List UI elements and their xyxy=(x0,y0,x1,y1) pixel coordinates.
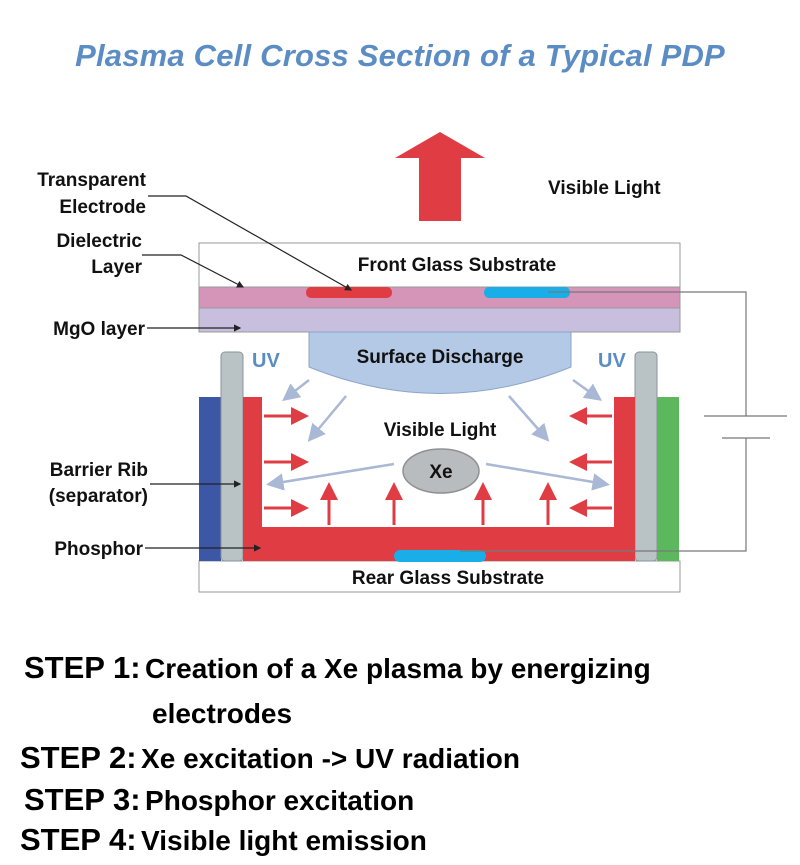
step-2-arrow: -> xyxy=(321,743,348,774)
label-barrier-rib-2: (separator) xyxy=(49,486,148,507)
label-front-glass: Front Glass Substrate xyxy=(358,255,557,276)
label-phosphor: Phosphor xyxy=(54,539,143,560)
uv-arrows xyxy=(266,378,610,491)
label-barrier-rib-1: Barrier Rib xyxy=(50,460,148,481)
label-visible-light-top: Visible Light xyxy=(548,178,661,199)
dielectric-layer xyxy=(198,286,681,309)
phosphor-layer xyxy=(243,397,635,561)
label-xe: Xe xyxy=(429,462,452,483)
label-uv-right: UV xyxy=(598,350,626,372)
step-4: STEP 4: Visible light emission xyxy=(20,822,427,858)
transparent-electrode-right xyxy=(484,287,570,298)
step-2: STEP 2: Xe excitation -> UV radiation xyxy=(20,740,520,776)
surface-discharge xyxy=(308,331,572,394)
voltage-source-circuit xyxy=(460,291,787,552)
front-glass-substrate xyxy=(198,242,681,288)
label-surface-discharge: Surface Discharge xyxy=(357,347,524,368)
visible-light-arrow xyxy=(395,132,485,221)
label-transparent-electrode-1: Transparent xyxy=(37,170,146,191)
label-leader-lines xyxy=(142,195,353,552)
label-transparent-electrode-2: Electrode xyxy=(59,197,146,218)
barrier-rib-green xyxy=(657,397,679,561)
step-4-label: STEP 4: xyxy=(20,822,137,857)
label-dielectric-layer-2: Layer xyxy=(91,257,142,278)
step-3-text: Phosphor excitation xyxy=(145,785,415,816)
label-rear-glass: Rear Glass Substrate xyxy=(352,568,544,589)
plasma-cell-diagram: Transparent Electrode Dielectric Layer M… xyxy=(37,132,787,593)
step-2-label: STEP 2: xyxy=(20,740,137,775)
label-visible-light-cell: Visible Light xyxy=(384,420,497,441)
rear-glass-substrate xyxy=(198,560,681,593)
barrier-rib-right xyxy=(634,351,658,562)
step-1: STEP 1: Creation of a Xe plasma by energ… xyxy=(24,650,651,686)
mgo-layer xyxy=(198,307,681,333)
label-uv-left: UV xyxy=(252,350,280,372)
label-dielectric-layer-1: Dielectric xyxy=(56,231,142,252)
page-title: Plasma Cell Cross Section of a Typical P… xyxy=(75,38,725,73)
step-1-continuation: electrodes xyxy=(152,698,293,729)
xe-gas xyxy=(402,448,480,494)
step-3: STEP 3: Phosphor excitation xyxy=(24,782,414,818)
step-1-text: Creation of a Xe plasma by energizing xyxy=(145,653,651,684)
address-electrode xyxy=(394,550,486,562)
barrier-rib-left xyxy=(220,351,244,562)
barrier-rib-blue xyxy=(199,397,221,561)
step-3-label: STEP 3: xyxy=(24,782,141,817)
step-2-text-before: Xe excitation xyxy=(141,743,322,774)
step-4-text: Visible light emission xyxy=(141,825,427,856)
label-mgo-layer: MgO layer xyxy=(53,319,145,340)
transparent-electrode-left xyxy=(306,287,392,298)
step-1-label: STEP 1: xyxy=(24,650,141,685)
phosphor-emission-arrows xyxy=(264,407,612,525)
step-2-text-after: UV radiation xyxy=(347,743,520,774)
